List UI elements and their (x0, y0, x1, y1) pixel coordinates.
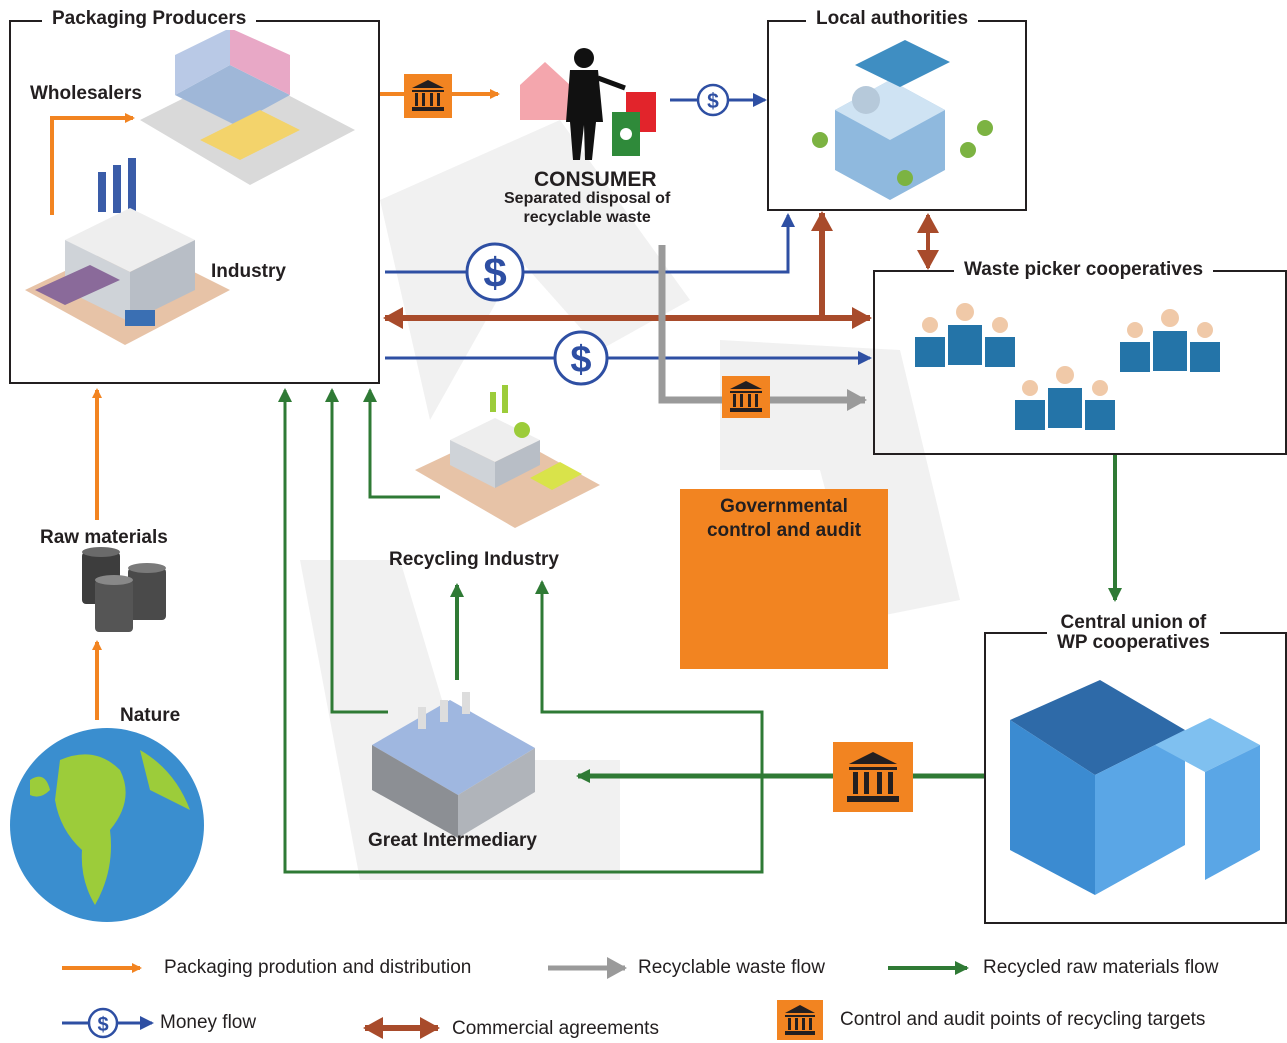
consumer-sublabel: Separated disposal of recyclable waste (504, 190, 671, 226)
packaging-producers-box (9, 20, 380, 384)
legend-bank-icon (777, 1000, 823, 1040)
legend-money-arrow: $ (62, 1007, 154, 1039)
recycle-watermark-icon (300, 120, 960, 880)
consumer-icon (520, 48, 656, 160)
legend-money-label: Money flow (160, 1012, 257, 1033)
great-intermediary-label: Great Intermediary (368, 830, 537, 851)
union-to-producers-arrow (278, 388, 764, 874)
consumer-to-coops-waste-flow (658, 245, 867, 411)
barrels-icon (82, 547, 166, 632)
recycling-industry-label: Recycling Industry (389, 549, 559, 570)
globe-icon (10, 728, 204, 922)
legend-control-label: Control and audit points of recycling ta… (840, 1009, 1206, 1030)
people-icon (915, 303, 1220, 430)
wholesalers-building-icon (140, 28, 355, 185)
waste-picker-title: Waste picker cooperatives (954, 259, 1214, 281)
intermediary-to-producers-arrow (325, 388, 388, 714)
central-union-box (984, 632, 1287, 924)
dollar-icon: $ (465, 242, 525, 302)
central-union-title: Central union of WP cooperatives (1047, 613, 1220, 653)
local-authorities-title: Local authorities (806, 8, 979, 30)
legend-packaging-label: Packaging prodution and distribution (164, 957, 472, 978)
union-building-icon (1010, 680, 1260, 895)
legend-commercial-label: Commercial agreements (452, 1018, 659, 1039)
union-to-recycling-arrow (535, 580, 764, 776)
consumer-label: CONSUMER (534, 168, 657, 191)
industry-label: Industry (211, 261, 286, 282)
local-authorities-box (767, 20, 1027, 211)
warehouse-icon (372, 692, 535, 838)
bank-icon (404, 74, 452, 118)
packaging-producers-title: Packaging Producers (42, 8, 257, 30)
recycling-factory-icon (415, 385, 600, 528)
authorities-building-icon (812, 40, 993, 200)
nature-label: Nature (120, 705, 181, 726)
bank-icon (833, 742, 913, 812)
bank-icon (722, 376, 770, 418)
dollar-icon: $ (553, 330, 609, 386)
svg-text:$: $ (570, 339, 591, 381)
legend-recyclable-label: Recyclable waste flow (638, 957, 825, 978)
legend-recycled-label: Recycled raw materials flow (983, 957, 1219, 978)
recycling-to-producers-arrow (363, 388, 440, 499)
governmental-title: Governmental control and audit (706, 496, 862, 541)
svg-text:$: $ (483, 249, 506, 296)
wholesalers-label: Wholesalers (30, 83, 142, 104)
raw-materials-label: Raw materials (40, 527, 168, 548)
svg-text:$: $ (97, 1014, 108, 1036)
svg-text:$: $ (707, 90, 719, 113)
factory-icon (25, 158, 230, 345)
dollar-icon: $ (696, 83, 730, 117)
waste-picker-box (873, 270, 1287, 455)
governmental-control-box: Governmental control and audit (680, 489, 888, 669)
industry-to-wholesalers-arrow (50, 113, 135, 215)
